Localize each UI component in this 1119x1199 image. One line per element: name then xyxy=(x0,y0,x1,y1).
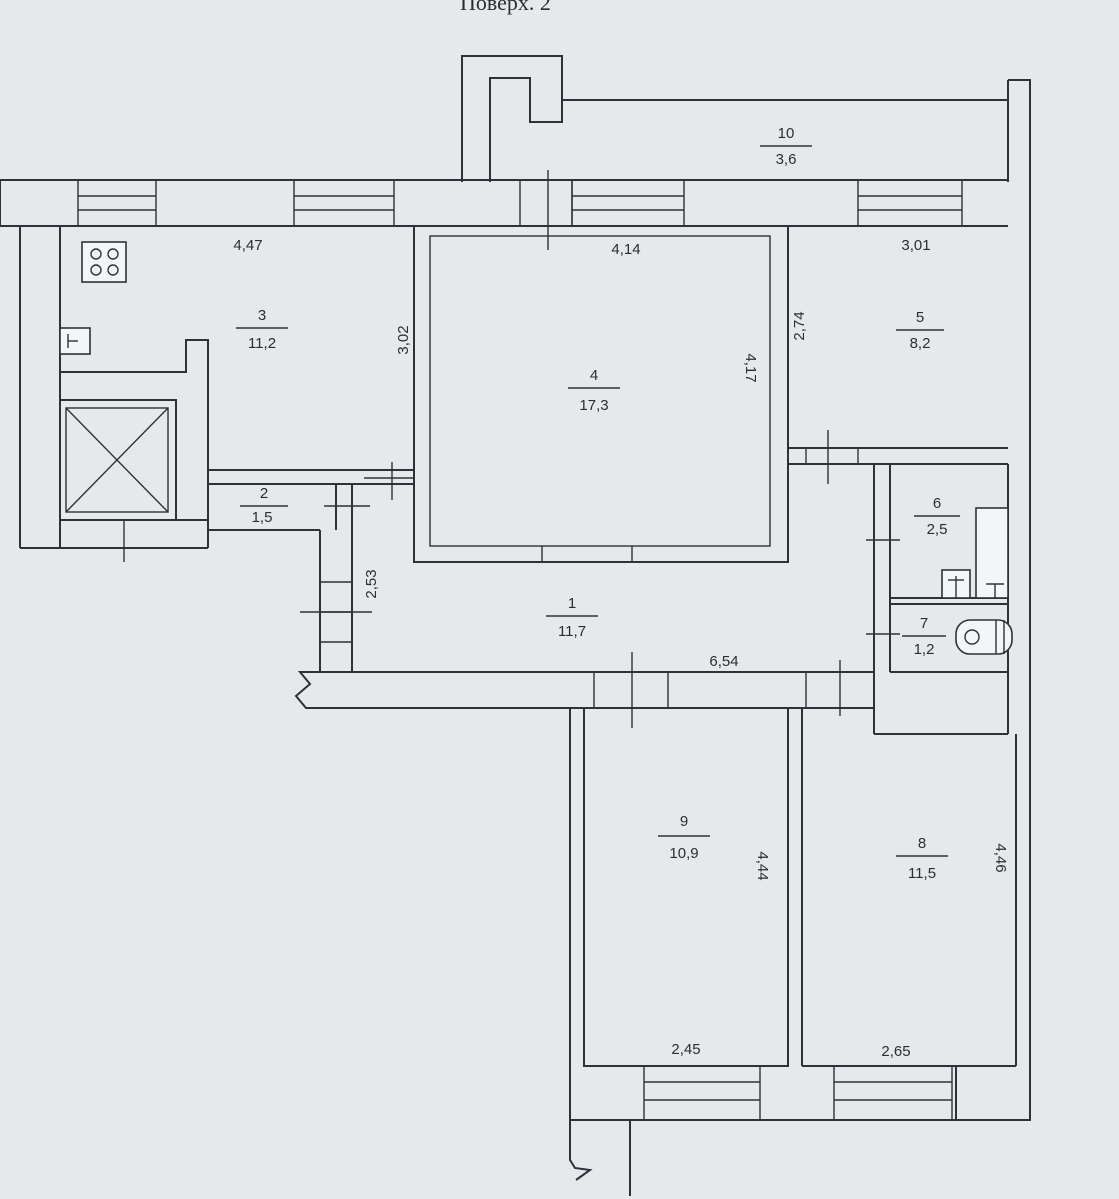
room-area: 2,5 xyxy=(927,521,948,538)
north-wall xyxy=(0,179,1008,548)
room-area: 1,5 xyxy=(252,509,273,526)
balcony-door xyxy=(519,170,573,250)
room-label-2: 2 1,5 xyxy=(240,485,288,526)
bathtub-icon xyxy=(975,507,1009,599)
window-room5 xyxy=(857,179,963,227)
room-4-walls xyxy=(364,225,789,563)
dim-room8-height: 4,46 xyxy=(992,843,1009,872)
room-number: 1 xyxy=(568,595,576,612)
dim-room3-width: 4,47 xyxy=(233,237,262,254)
kitchen-walls xyxy=(20,226,414,549)
corridor-west xyxy=(300,530,372,672)
window-room8 xyxy=(833,1065,953,1121)
room-number: 3 xyxy=(258,307,266,324)
dim-room3-height: 3,02 xyxy=(395,325,412,354)
room-label-6: 6 2,5 xyxy=(914,495,960,538)
dim-room9-height: 4,44 xyxy=(754,851,771,880)
stove-icon xyxy=(81,241,127,283)
toilet-icon xyxy=(955,619,1013,655)
room-number: 10 xyxy=(778,125,795,142)
dim-room4-height: 4,17 xyxy=(742,353,759,382)
dim-room4-width: 4,14 xyxy=(611,241,640,258)
room-area: 10,9 xyxy=(669,845,698,862)
room-number: 8 xyxy=(918,835,926,852)
room-number: 6 xyxy=(933,495,941,512)
rooms-south-walls xyxy=(569,707,1017,1196)
sink-icon xyxy=(59,327,91,355)
room-5-walls xyxy=(787,226,1008,562)
window-room9 xyxy=(643,1065,761,1121)
dim-corridor-width: 6,54 xyxy=(709,653,738,670)
room-area: 11,5 xyxy=(908,865,936,882)
dim-room8-width: 2,65 xyxy=(881,1043,910,1060)
window-room3 xyxy=(293,179,395,227)
room-label-4: 4 17,3 xyxy=(568,367,620,414)
room-label-7: 7 1,2 xyxy=(902,615,946,658)
room-area: 1,2 xyxy=(914,641,935,658)
window-kitchen xyxy=(77,179,157,227)
room-label-5: 5 8,2 xyxy=(896,309,944,352)
room-label-1: 1 11,7 xyxy=(546,595,598,640)
dim-corridor-height: 2,53 xyxy=(363,569,380,598)
room-area: 3,6 xyxy=(776,151,797,168)
room-area: 17,3 xyxy=(579,397,608,414)
room-label-3: 3 11,2 xyxy=(236,307,288,352)
washbasin-icon xyxy=(941,569,971,599)
dim-room5-width: 3,01 xyxy=(901,237,930,254)
room-area: 8,2 xyxy=(910,335,931,352)
room-label-10: 10 3,6 xyxy=(760,125,812,168)
room-area: 11,2 xyxy=(248,335,276,352)
room-label-8: 8 11,5 xyxy=(896,835,948,882)
corridor-south-wall xyxy=(294,652,1008,735)
room-number: 2 xyxy=(260,485,268,502)
faucet-mark xyxy=(986,583,1004,598)
room-label-9: 9 10,9 xyxy=(658,813,710,862)
room-area: 11,7 xyxy=(558,623,586,640)
dim-room5-height: 2,74 xyxy=(791,311,808,340)
dim-room9-width: 2,45 xyxy=(671,1041,700,1058)
room-number: 9 xyxy=(680,813,688,830)
window-room4 xyxy=(571,179,685,227)
room-number: 5 xyxy=(916,309,924,326)
room-2-walls xyxy=(324,484,370,672)
ventilation-shaft-icon xyxy=(59,399,177,521)
floor-title: Поверх. 2 xyxy=(460,0,551,15)
balcony-outline xyxy=(461,55,1031,1121)
room-number: 4 xyxy=(590,367,598,384)
room-number: 7 xyxy=(920,615,928,632)
